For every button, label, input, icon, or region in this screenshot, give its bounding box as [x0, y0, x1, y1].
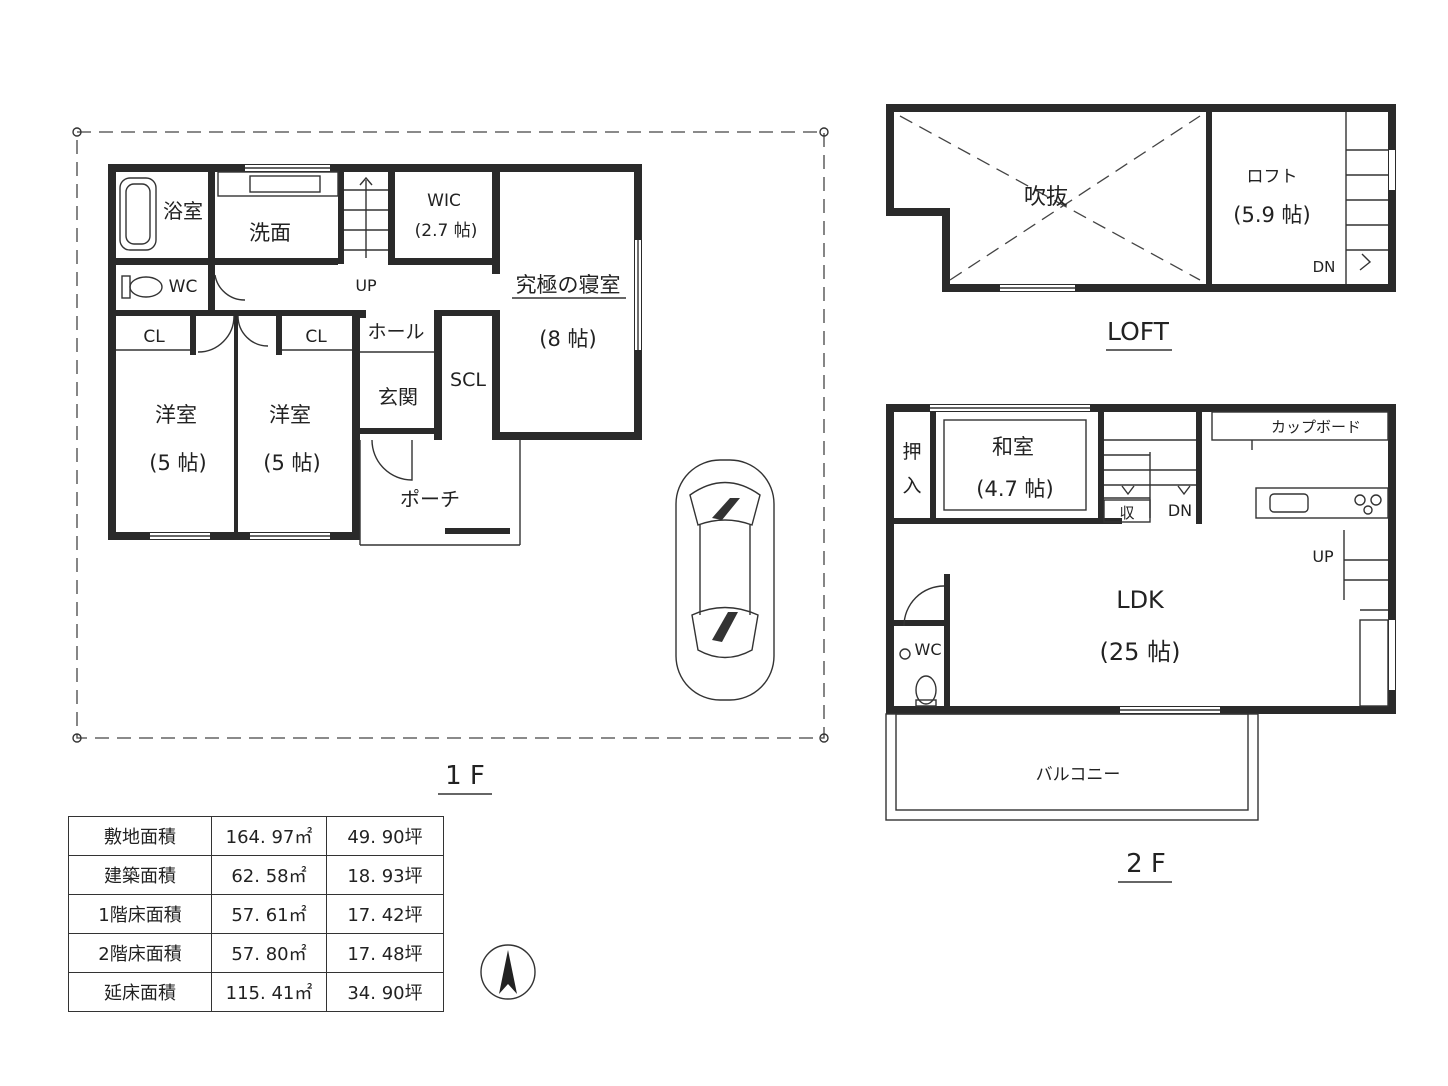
area-tsubo: 17. 42坪 [326, 894, 444, 934]
western-room-left-size: (5 帖) [149, 451, 206, 475]
site-boundary [72, 127, 829, 743]
ldk-size: (25 帖) [1100, 638, 1181, 666]
wic-label: WIC [427, 191, 461, 211]
second-floor-plan [885, 404, 1396, 821]
area-m2: 115. 41㎡ [211, 972, 327, 1012]
north-arrow-icon [480, 944, 536, 1000]
loft-room-label: ロフト [1247, 167, 1298, 187]
closet-left-label: CL [143, 327, 165, 347]
washitsu-size: (4.7 帖) [976, 477, 1053, 501]
loft-room-size: (5.9 帖) [1233, 203, 1310, 227]
area-label: 1階床面積 [68, 894, 212, 934]
master-bedroom-label: 究極の寝室 [516, 273, 621, 297]
area-m2: 164. 97㎡ [211, 816, 327, 856]
porch-label: ポーチ [400, 487, 460, 511]
ldk-label: LDK [1116, 586, 1165, 614]
washitsu-label: 和室 [992, 435, 1034, 459]
oshiire-label-bottom: 入 [902, 475, 921, 497]
entrance-label: 玄関 [378, 385, 418, 409]
loft-stairs-dn-label: DN [1313, 258, 1336, 276]
void-label: 吹抜 [1024, 185, 1068, 210]
area-tsubo: 17. 48坪 [326, 933, 444, 973]
table-row: 敷地面積 164. 97㎡ 49. 90坪 [68, 816, 444, 856]
stairs-dn-label: DN [1168, 501, 1192, 520]
balcony-label: バルコニー [1036, 765, 1121, 785]
first-floor-plan [108, 164, 775, 701]
wash-label: 洗面 [249, 221, 291, 245]
loft-plan [886, 104, 1396, 292]
hall-label: ホール [367, 321, 424, 343]
area-tsubo: 34. 90坪 [326, 972, 444, 1012]
area-label: 延床面積 [68, 972, 212, 1012]
area-m2: 62. 58㎡ [211, 855, 327, 895]
table-row: 1階床面積 57. 61㎡ 17. 42坪 [68, 894, 444, 934]
area-m2: 57. 80㎡ [211, 933, 327, 973]
area-label: 2階床面積 [68, 933, 212, 973]
western-room-right-size: (5 帖) [263, 451, 320, 475]
wc-label-2f: WC [915, 640, 942, 659]
cupboard-label: カップボード [1271, 418, 1361, 436]
kitchen-sink-icon [1255, 487, 1389, 519]
loft-title: LOFT [1107, 317, 1170, 346]
bathtub-icon [119, 177, 157, 251]
bath-label: 浴室 [163, 199, 203, 223]
table-row: 建築面積 62. 58㎡ 18. 93坪 [68, 855, 444, 895]
closet-right-label: CL [305, 327, 327, 347]
area-label: 敷地面積 [68, 816, 212, 856]
wic-size-label: (2.7 帖) [415, 221, 478, 241]
stove-icon [1354, 494, 1382, 515]
table-row: 2階床面積 57. 80㎡ 17. 48坪 [68, 933, 444, 973]
shoe-closet-label: SCL [450, 369, 486, 391]
area-m2: 57. 61㎡ [211, 894, 327, 934]
second-floor-title: 2 F [1126, 849, 1166, 879]
table-row: 延床面積 115. 41㎡ 34. 90坪 [68, 972, 444, 1012]
area-tsubo: 49. 90坪 [326, 816, 444, 856]
car-icon [675, 459, 775, 701]
western-room-left-label: 洋室 [155, 403, 197, 427]
wc-label: WC [169, 277, 198, 297]
master-bedroom-size: (8 帖) [539, 327, 596, 351]
stairs-up-label: UP [355, 276, 377, 295]
first-floor-stairs [344, 176, 388, 258]
area-tsubo: 18. 93坪 [326, 855, 444, 895]
storage-label: 収 [1119, 504, 1134, 522]
toilet-icon [121, 275, 163, 299]
loft-stairs [1345, 112, 1388, 284]
oshiire-label-top: 押 [902, 441, 921, 463]
western-room-right-label: 洋室 [269, 403, 311, 427]
area-table: 敷地面積 164. 97㎡ 49. 90坪 建築面積 62. 58㎡ 18. 9… [68, 816, 444, 1012]
toilet-icon [915, 675, 937, 707]
stairs-up-label-2f: UP [1312, 547, 1334, 566]
first-floor-title: 1 F [445, 761, 485, 791]
area-label: 建築面積 [68, 855, 212, 895]
